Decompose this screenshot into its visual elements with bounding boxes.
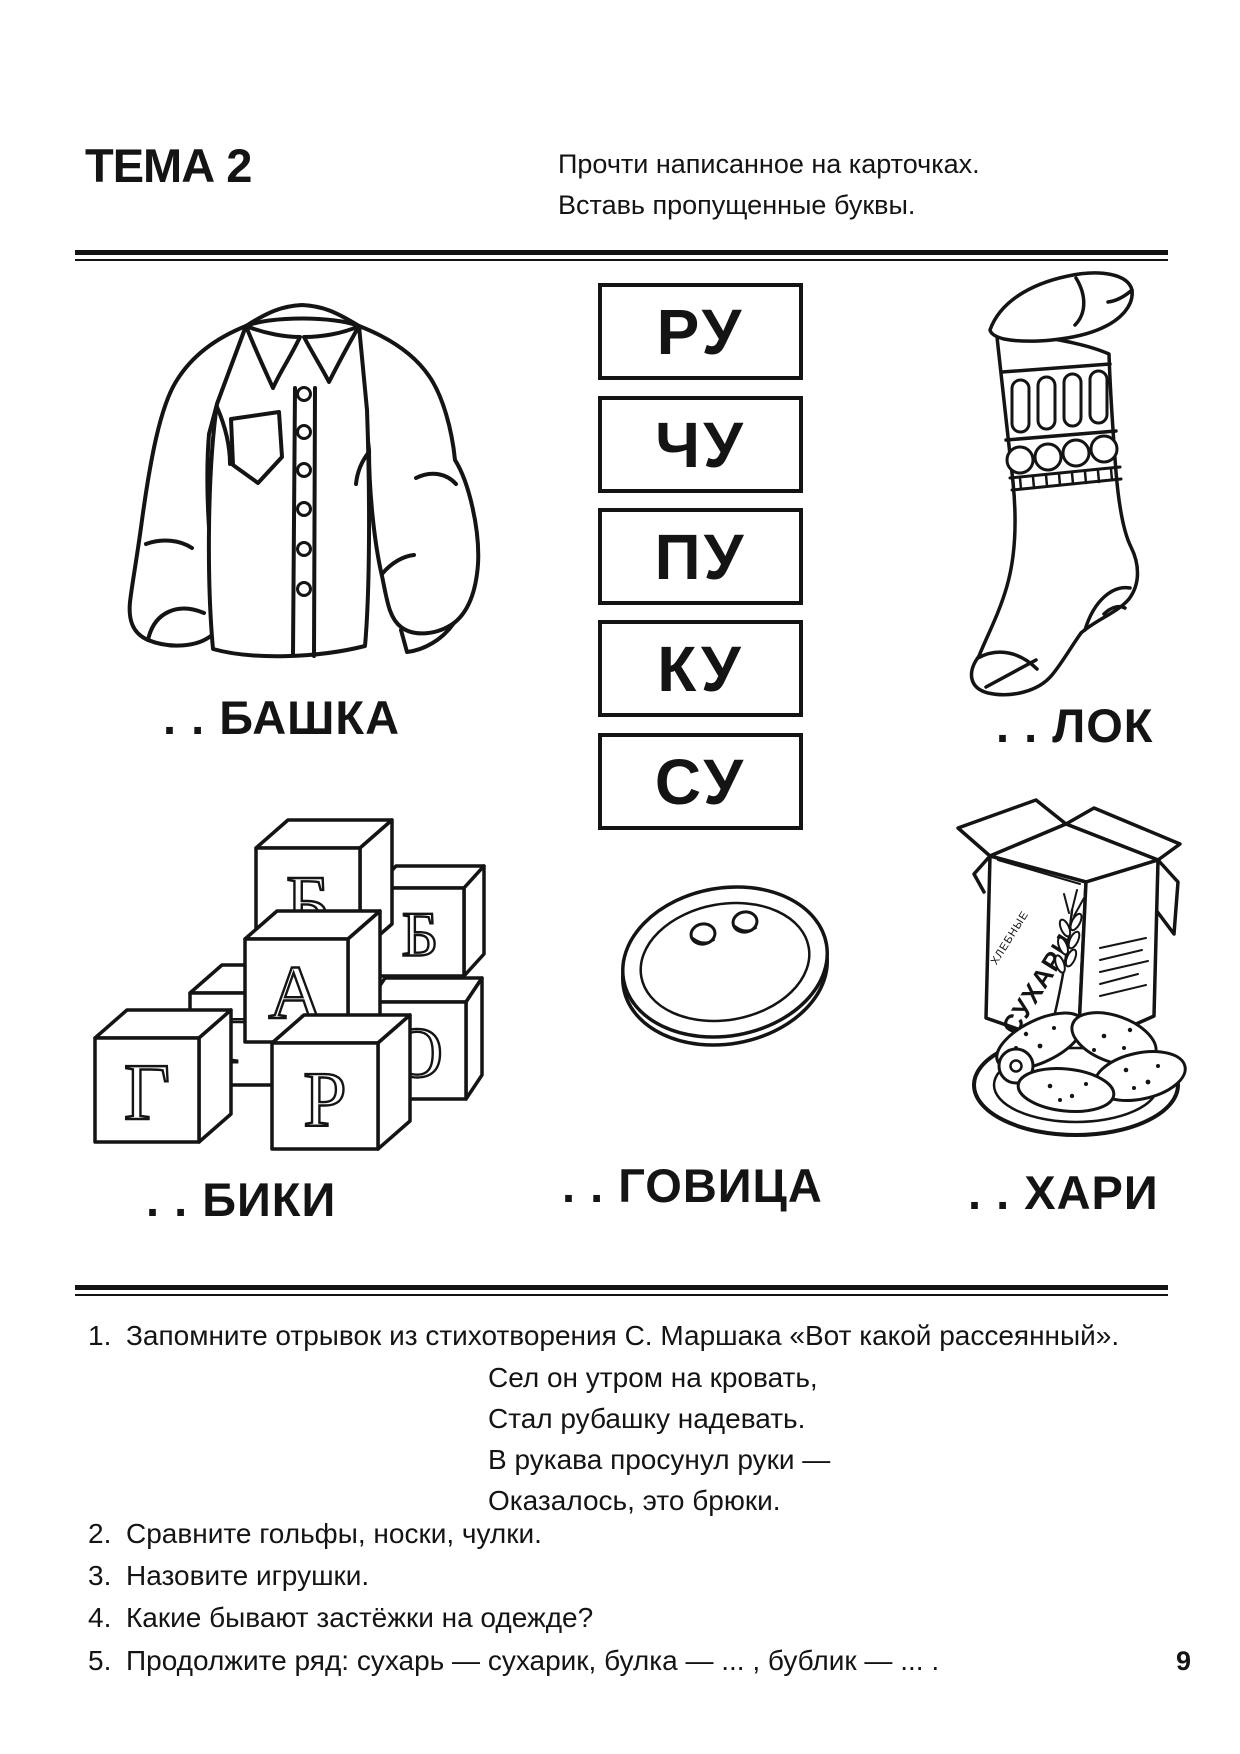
shirt-placket	[291, 386, 317, 658]
toy-blocks-illustration: Б Г О Б	[93, 818, 486, 1151]
syllable-card-2: ЧУ	[598, 396, 803, 493]
task-item-2: 2. Сравните гольфы, носки, чулки.	[88, 1518, 542, 1550]
blocks-drawing: Б Г О Б	[93, 818, 486, 1151]
shirt-pocket	[229, 410, 284, 485]
shirt-collar-right	[302, 324, 361, 384]
syllable-card-3: ПУ	[598, 508, 803, 605]
task-text: Назовите игрушки.	[126, 1560, 370, 1591]
block-cube: Г	[93, 1008, 233, 1144]
answer-label-rusks: . . ХАРИ	[968, 1166, 1159, 1219]
shirt-collar-left	[244, 324, 302, 390]
sock-pattern-band	[1000, 362, 1123, 492]
syllable-card-5: СУ	[598, 733, 803, 830]
poem-line-2: Стал рубашку надевать.	[488, 1403, 806, 1434]
answer-label-sock: . . ЛОК	[996, 699, 1154, 752]
svg-text:Р: Р	[303, 1056, 346, 1143]
horizontal-divider-top	[75, 250, 1168, 261]
syllable-card-4: КУ	[598, 620, 803, 717]
task-item-3: 3. Назовите игрушки.	[88, 1560, 369, 1592]
page-title: ТЕМА 2	[85, 139, 252, 192]
sock-cuff	[988, 271, 1134, 343]
task-text: Сравните гольфы, носки, чулки.	[126, 1518, 542, 1549]
poem-line-4: Оказалось, это брюки.	[488, 1485, 781, 1516]
rusk-slices	[995, 1011, 1187, 1113]
page-number: 9	[1176, 1646, 1192, 1676]
sock-drawing	[969, 271, 1140, 697]
poem-line-1: Сел он утром на кровать,	[488, 1362, 818, 1393]
shirt-buttons	[296, 386, 312, 597]
button-holes	[689, 910, 759, 946]
task-number: 5.	[88, 1645, 112, 1676]
task-text: Запомните отрывок из стихотворения С. Ма…	[126, 1320, 1120, 1351]
svg-text:Б: Б	[402, 899, 439, 970]
answer-label-shirt: . . БАШКА	[163, 691, 401, 744]
task-item-4: 4. Какие бывают застёжки на одежде?	[88, 1602, 593, 1634]
exercise-instructions: Прочти написанное на карточках. Вставь п…	[558, 144, 980, 226]
button-illustration	[621, 885, 829, 1047]
sock-heel	[1083, 585, 1132, 632]
task-number: 1.	[88, 1320, 112, 1351]
poem-line-3: В рукава просунул руки —	[488, 1444, 831, 1475]
task-number: 3.	[88, 1560, 112, 1591]
answer-label-blocks: . . БИКИ	[146, 1173, 337, 1226]
block-cube: Р	[270, 1013, 412, 1151]
task-item-5: 5. Продолжите ряд: сухарь — сухарик, булк…	[88, 1645, 939, 1677]
task-number: 4.	[88, 1602, 112, 1633]
shirt-illustration	[127, 303, 481, 659]
wheat-stalk	[1048, 889, 1085, 1035]
instruction-line-2: Вставь пропущенные буквы.	[558, 190, 916, 220]
shirt-drawing	[127, 303, 481, 659]
svg-text:Г: Г	[124, 1049, 170, 1137]
rusks-drawing: ХЛЕБНЫЕ СУХАРИ	[956, 798, 1187, 1137]
task-text: Продолжите ряд: сухарь — сухарик, булка …	[126, 1645, 940, 1676]
task-number: 2.	[88, 1518, 112, 1549]
sock-illustration	[969, 271, 1140, 697]
button-drawing	[621, 885, 829, 1047]
instruction-line-1: Прочти написанное на карточках.	[558, 149, 980, 179]
sock-toe	[976, 650, 1039, 671]
task-item-1: 1. Запомните отрывок из стихотворения С. …	[88, 1320, 1119, 1352]
box-fine-print	[1099, 937, 1149, 997]
task-text: Какие бывают застёжки на одежде?	[126, 1602, 594, 1633]
syllable-card-1: РУ	[598, 283, 803, 380]
answer-label-button: . . ГОВИЦА	[562, 1159, 823, 1212]
rusks-illustration: ХЛЕБНЫЕ СУХАРИ	[956, 798, 1187, 1137]
horizontal-divider-bottom	[75, 1285, 1168, 1296]
